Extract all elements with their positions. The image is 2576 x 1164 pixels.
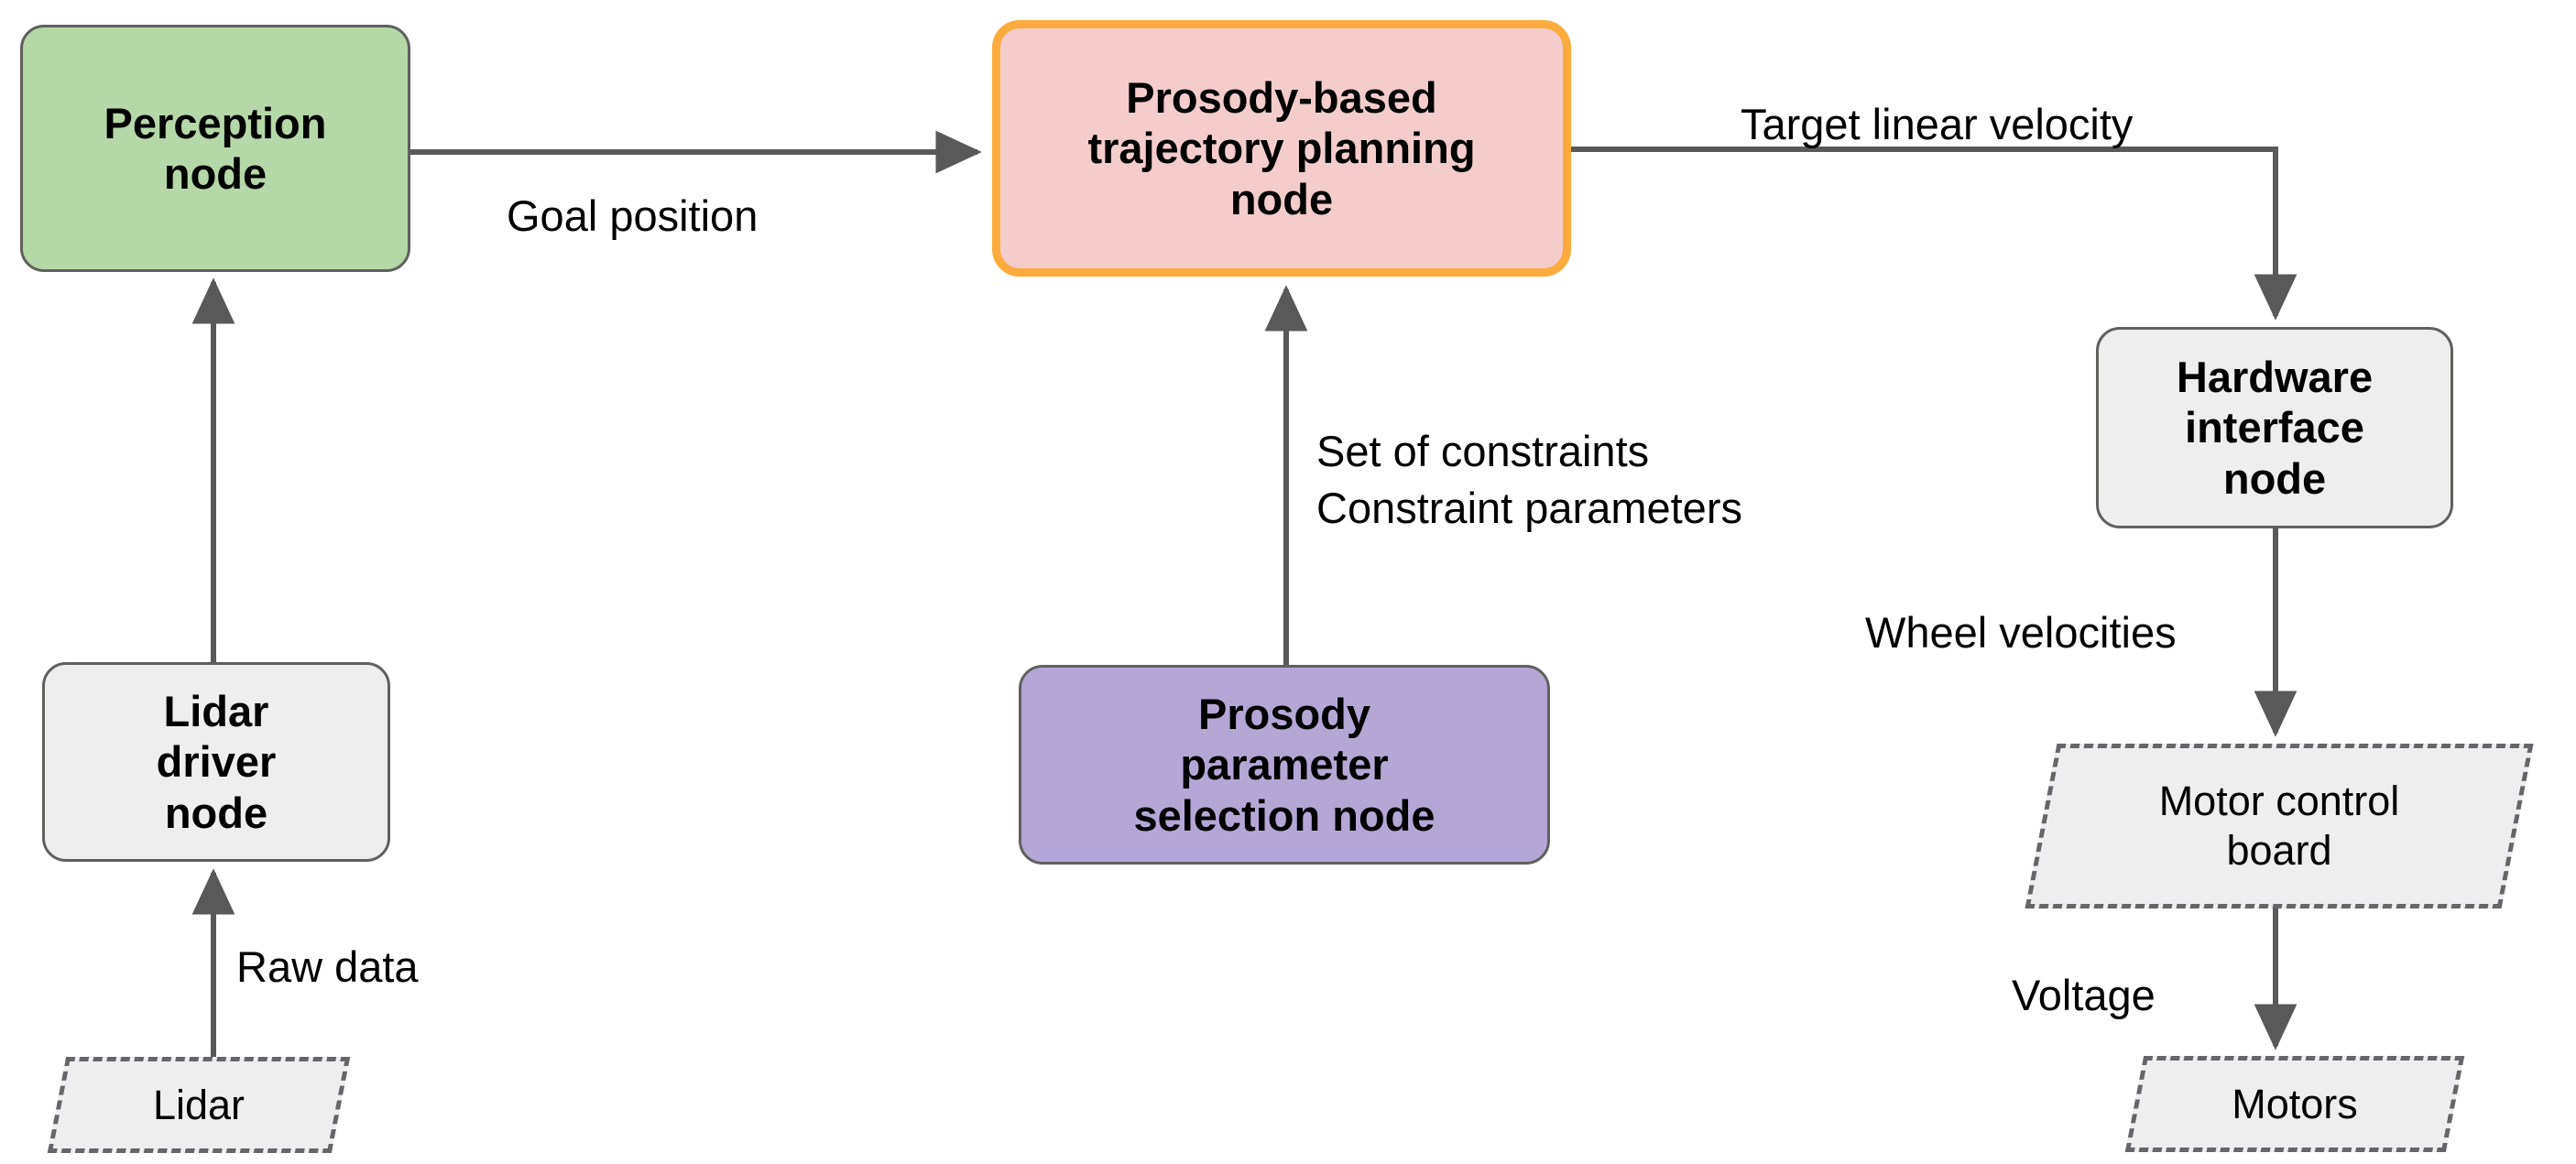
node-lidar-driver-node[interactable]: Lidar driver node [42,662,390,862]
node-hardware-interface-node[interactable]: Hardware interface node [2096,327,2453,528]
node-motors-label: Motors [2232,1080,2358,1127]
node-lidar-driver-node-label: Lidar driver node [156,686,277,837]
node-planning-node[interactable]: Prosody-based trajectory planning node [992,20,1571,277]
edge-label-voltage: Voltage [2012,971,2156,1019]
edge-label-target-linear-velocity: Target linear velocity [1741,100,2134,148]
node-hardware-interface-node-label: Hardware interface node [2176,352,2374,503]
node-motors[interactable]: Motors [2124,1056,2465,1152]
edge-target-linear-velocity-path [1571,147,2298,321]
node-lidar[interactable]: Lidar [47,1057,351,1153]
node-prosody-parameter-selection-node-label: Prosody parameter selection node [1133,689,1435,840]
node-planning-node-label: Prosody-based trajectory planning node [1087,72,1476,223]
node-motor-control-board[interactable]: Motor control board [2025,744,2534,908]
edge-label-goal-position: Goal position [507,191,759,240]
node-prosody-parameter-selection-node[interactable]: Prosody parameter selection node [1019,665,1550,865]
node-motor-control-board-label: Motor control board [2158,778,2400,874]
node-lidar-label: Lidar [152,1081,246,1128]
node-perception-node[interactable]: Perception node [20,25,410,272]
edge-label-set-of-constraints: Set of constraints Constraint parameters [1316,427,1742,533]
edge-label-wheel-velocities: Wheel velocities [1865,608,2177,657]
node-perception-node-label: Perception node [104,98,327,198]
edge-label-raw-data: Raw data [236,942,419,991]
